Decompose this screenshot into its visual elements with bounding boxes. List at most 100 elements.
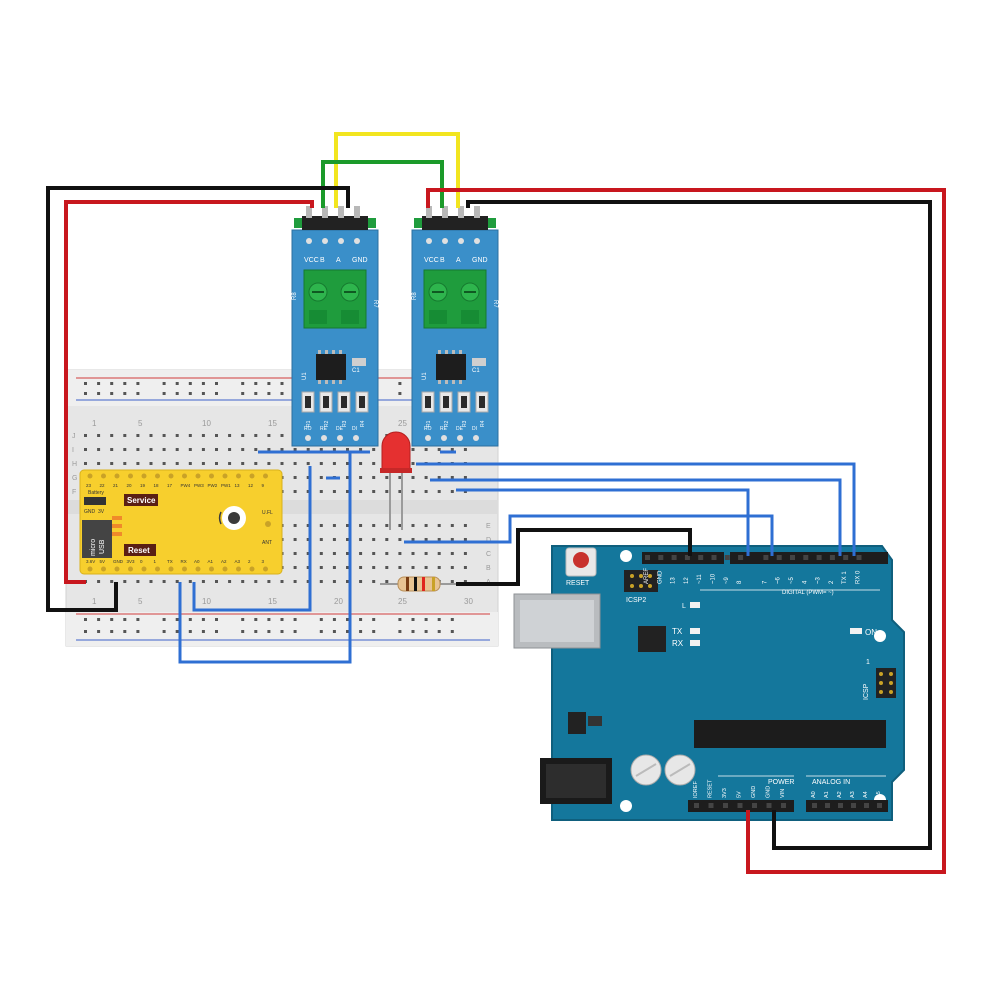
header-socket	[671, 555, 677, 560]
breadboard-hole	[450, 538, 454, 541]
breadboard-hole	[411, 490, 415, 493]
header-socket	[851, 803, 856, 808]
digital-pin-label: RX 0	[856, 570, 862, 584]
breadboard-hole	[293, 566, 297, 569]
rail-hole	[175, 630, 179, 633]
terminal-opening	[461, 310, 479, 324]
breadboard-hole	[437, 448, 441, 451]
wire-blue-re	[456, 488, 750, 556]
digital-pin-label: 8	[737, 580, 743, 584]
pin-hole	[426, 238, 432, 244]
pin	[338, 206, 344, 218]
row-label: C	[486, 551, 491, 558]
controller-pin-label: 1	[154, 559, 157, 564]
rail-hole	[346, 618, 349, 621]
breadboard-hole	[319, 566, 323, 569]
rail-hole	[254, 382, 258, 385]
breadboard-hole	[293, 490, 297, 493]
rail-hole	[175, 618, 179, 621]
header-socket	[724, 555, 730, 560]
col-label: 15	[268, 419, 277, 428]
rail-hole	[254, 630, 258, 633]
breadboard-hole	[215, 580, 218, 583]
breadboard-hole	[201, 462, 205, 465]
wire-blue-ro-rx	[430, 478, 842, 556]
rail-hole	[97, 630, 101, 633]
digital-pin-label: 2	[829, 580, 835, 584]
rail-hole	[110, 392, 114, 395]
bottom-pin-label: RO	[304, 426, 312, 432]
breadboard-hole	[215, 462, 218, 465]
breadboard-hole	[359, 538, 363, 541]
controller-pin	[182, 566, 187, 572]
breadboard-hole	[450, 490, 454, 493]
controller-pin-label: 23	[86, 483, 92, 488]
breadboard-hole	[359, 580, 363, 583]
breadboard-hole	[97, 434, 101, 437]
wire-blue-di-tx	[416, 462, 856, 556]
pin-hole	[322, 238, 328, 244]
rail-hole	[267, 392, 271, 395]
col-label: 25	[398, 597, 407, 606]
rail-hole	[267, 382, 271, 385]
battery-connector	[84, 497, 106, 505]
breadboard-hole	[267, 448, 271, 451]
breadboard-hole	[450, 552, 454, 555]
breadboard-hole	[424, 538, 428, 541]
breadboard-hole	[123, 580, 127, 583]
pin	[442, 206, 448, 218]
pin-label: A	[456, 257, 461, 264]
rail-hole	[254, 392, 258, 395]
controller-pin-label: GND	[113, 559, 124, 564]
on-led	[850, 628, 862, 634]
digital-pin-label: GND	[657, 570, 663, 584]
breadboard-hole	[424, 524, 428, 527]
pin-end	[488, 218, 496, 228]
pin-hole	[442, 238, 448, 244]
breadboard-hole	[372, 566, 376, 569]
battery-pin-gnd: GND	[84, 509, 96, 515]
rail-hole	[450, 630, 454, 633]
breadboard-hole	[319, 476, 323, 479]
breadboard-hole	[136, 434, 140, 437]
header-socket	[776, 555, 782, 560]
resistor-label: R1	[426, 420, 432, 427]
breadboard-hole	[188, 462, 192, 465]
breadboard-hole	[463, 476, 467, 479]
header-socket	[829, 555, 835, 560]
pin	[426, 206, 432, 218]
controller-pin	[168, 473, 174, 479]
atmega-chip	[694, 720, 886, 748]
breadboard-hole	[319, 538, 323, 541]
usb-b-inner	[520, 600, 594, 642]
resistor-label: R3	[342, 420, 348, 427]
digital-pin-label: ~3	[816, 576, 822, 584]
controller-pin-label: RX	[181, 559, 187, 564]
side-label: R8	[292, 292, 298, 300]
digital-pin-label: 4	[802, 580, 808, 584]
breadboard-hole	[398, 538, 402, 541]
power-pin-label: GND	[751, 786, 757, 798]
rail-hole	[162, 618, 166, 621]
analog-pin-label: A3	[850, 791, 856, 798]
row-label: F	[72, 489, 76, 496]
controller-pin	[155, 473, 160, 479]
breadboard-hole	[450, 580, 454, 583]
breadboard-hole	[359, 476, 363, 479]
breadboard-hole	[280, 448, 284, 451]
header-socket	[708, 803, 714, 808]
breadboard-hole	[136, 448, 140, 451]
wire-blue	[192, 466, 312, 612]
breadboard-hole	[136, 462, 140, 465]
breadboard-hole	[346, 448, 349, 451]
reset-button-cap[interactable]	[573, 552, 589, 568]
breadboard-hole	[359, 566, 363, 569]
pin	[474, 206, 480, 218]
controller-reset-label: Reset	[128, 546, 150, 555]
breadboard-hole	[450, 476, 454, 479]
rail-hole	[201, 392, 205, 395]
breadboard-hole	[437, 566, 441, 569]
breadboard-hole	[110, 462, 114, 465]
breadboard-hole	[424, 476, 428, 479]
